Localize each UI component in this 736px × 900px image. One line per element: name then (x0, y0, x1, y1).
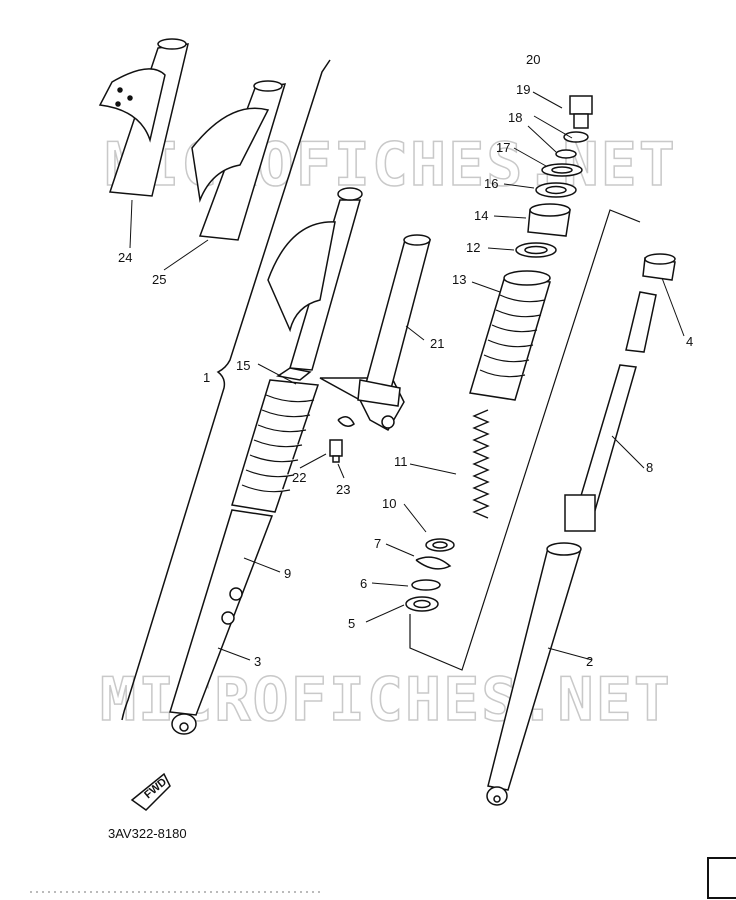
callout-1: 1 (203, 370, 210, 385)
ring-12 (515, 242, 557, 258)
washer-6 (411, 579, 441, 591)
callout-22: 22 (292, 470, 306, 485)
ring-16 (535, 182, 577, 198)
explode-connector-lines (409, 209, 641, 671)
fork-spring-11 (472, 409, 490, 519)
callout-23: 23 (336, 482, 350, 497)
diagram-code: 3AV322-8180 (108, 826, 187, 841)
bushing-4 (642, 253, 676, 281)
callout-21: 21 (430, 336, 444, 351)
callouts: 20 19 18 17 16 14 12 13 4 8 21 15 1 11 2… (118, 52, 693, 669)
left-fork-assembly (169, 187, 405, 735)
assembly-bracket-1 (121, 59, 331, 721)
seal-10 (425, 538, 455, 552)
inner-tube-21 (357, 234, 431, 407)
callout-3: 3 (254, 654, 261, 669)
leader-lines (129, 91, 685, 661)
callout-18: 18 (508, 110, 522, 125)
fork-boot-13 (469, 270, 551, 401)
bolt-20 (569, 95, 593, 129)
o-ring-18 (555, 149, 577, 159)
corner-frame (707, 857, 736, 899)
callout-11: 11 (394, 454, 408, 469)
outer-tube-2 (486, 542, 582, 806)
callout-8: 8 (646, 460, 653, 475)
upper-cover-25 (191, 80, 287, 241)
callout-17: 17 (496, 140, 510, 155)
cap-14 (527, 203, 571, 237)
callout-24: 24 (118, 250, 132, 265)
upper-cover-24 (98, 38, 189, 197)
fwd-arrow-icon: FWD (130, 772, 171, 811)
callout-2: 2 (586, 654, 593, 669)
callout-13: 13 (452, 272, 466, 287)
callout-14: 14 (474, 208, 488, 223)
damper-rod-8 (564, 291, 657, 532)
callout-10: 10 (382, 496, 396, 511)
callout-4: 4 (686, 334, 693, 349)
callout-15: 15 (236, 358, 250, 373)
callout-7: 7 (374, 536, 381, 551)
callout-12: 12 (466, 240, 480, 255)
watermark-top: MICROFICHES.NET (105, 130, 677, 200)
oil-seal-5 (405, 596, 439, 612)
ring-17 (541, 163, 583, 177)
clip-7 (415, 556, 452, 570)
callout-16: 16 (484, 176, 498, 191)
callout-9: 9 (284, 566, 291, 581)
clip-23 (337, 416, 355, 427)
callout-20: 20 (526, 52, 540, 67)
callout-6: 6 (360, 576, 367, 591)
bolt-22 (329, 439, 343, 463)
callout-5: 5 (348, 616, 355, 631)
washer-19 (563, 131, 589, 143)
callout-19: 19 (516, 82, 530, 97)
callout-25: 25 (152, 272, 166, 287)
